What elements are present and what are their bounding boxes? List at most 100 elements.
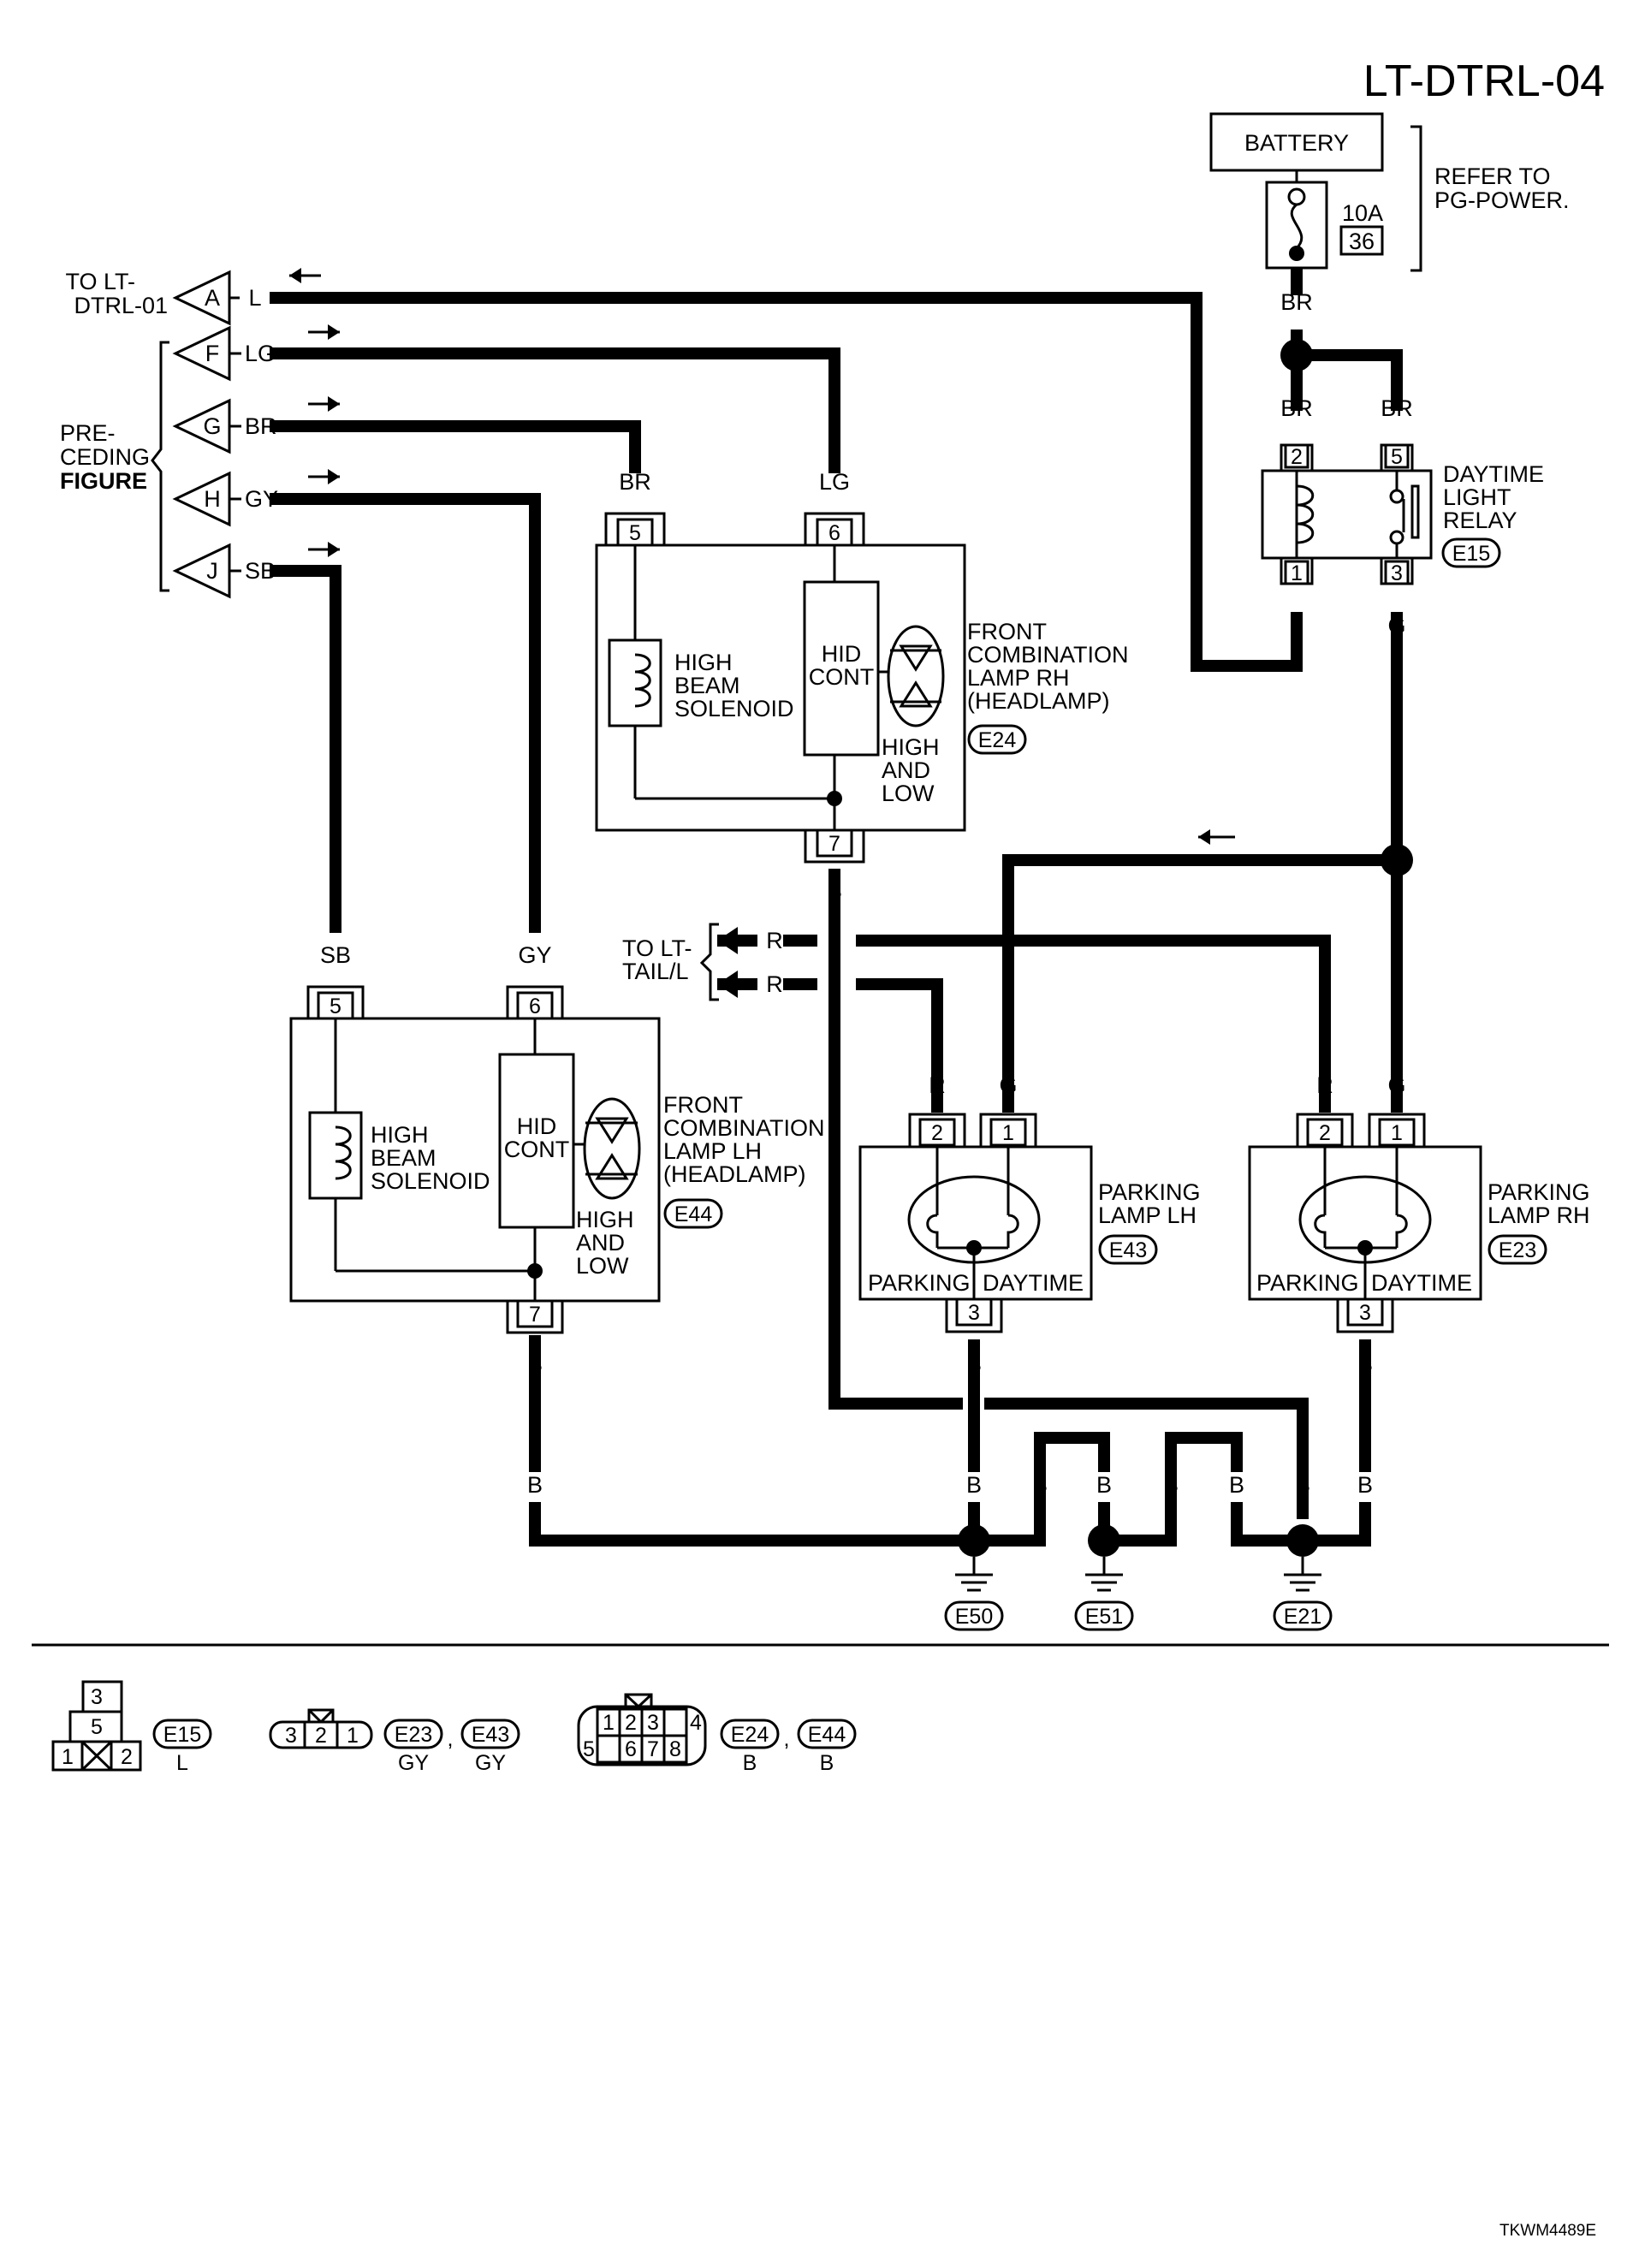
svg-text:2: 2 (1291, 445, 1303, 469)
svg-text:B: B (1357, 1472, 1373, 1498)
svg-text:PARKING: PARKING (868, 1270, 971, 1296)
connector-J: J SB (172, 543, 276, 599)
svg-text:B: B (966, 1472, 982, 1498)
svg-text:BR: BR (245, 413, 277, 439)
svg-text:E43: E43 (1109, 1238, 1147, 1262)
svg-text:6: 6 (828, 521, 840, 545)
svg-text:E23: E23 (1499, 1238, 1536, 1262)
svg-text:3: 3 (1391, 561, 1403, 585)
svg-text:10A: 10A (1342, 200, 1383, 226)
svg-text:BR: BR (619, 469, 651, 495)
svg-text:36: 36 (1349, 229, 1375, 254)
svg-text:3: 3 (285, 1724, 297, 1748)
svg-text:DAYTIME: DAYTIME (983, 1270, 1084, 1296)
svg-text:R: R (929, 1072, 946, 1098)
svg-text:E50: E50 (955, 1605, 993, 1629)
svg-text:1: 1 (1002, 1121, 1014, 1145)
diagram-id: LT-DTRL-04 (1363, 56, 1605, 106)
svg-text:8: 8 (669, 1737, 681, 1761)
svg-text:6: 6 (529, 994, 541, 1018)
connector-H: H GY (172, 471, 278, 527)
svg-text:2: 2 (931, 1121, 943, 1145)
svg-text:BR: BR (1280, 395, 1313, 421)
legend-e23-e43: 3 2 1 E23 , E43 GY GY (269, 1708, 520, 1775)
svg-text:3: 3 (91, 1685, 103, 1709)
svg-text:L: L (176, 1751, 188, 1775)
connector-F: F LG (172, 325, 276, 382)
svg-text:E44: E44 (674, 1202, 713, 1226)
svg-text:7: 7 (529, 1303, 541, 1327)
ground-e50: E50 (944, 1557, 1004, 1631)
svg-text:B: B (1096, 1472, 1112, 1498)
svg-text:E43: E43 (472, 1723, 509, 1747)
svg-text:PRE-: PRE- (60, 420, 116, 446)
svg-text:BR: BR (1280, 289, 1313, 315)
svg-text:L: L (248, 285, 261, 311)
svg-text:H: H (204, 486, 221, 512)
svg-text:3: 3 (968, 1301, 980, 1325)
legend-e15: 3 5 1 2 E15 L (51, 1680, 212, 1775)
svg-text:2: 2 (121, 1745, 133, 1769)
svg-text:1: 1 (603, 1711, 615, 1735)
svg-text:7: 7 (828, 832, 840, 856)
svg-text:GY: GY (398, 1751, 429, 1775)
svg-text:B: B (743, 1751, 757, 1775)
ground-e21: E21 (1273, 1557, 1333, 1631)
svg-text:CEDING: CEDING (60, 444, 150, 470)
svg-text:E21: E21 (1284, 1605, 1321, 1629)
svg-text:G: G (1387, 1072, 1405, 1098)
svg-text:B: B (820, 1751, 834, 1775)
svg-text:E23: E23 (395, 1723, 432, 1747)
svg-text:7: 7 (647, 1737, 659, 1761)
svg-text:SB: SB (245, 558, 276, 584)
svg-text:2: 2 (1319, 1121, 1331, 1145)
svg-text:B: B (527, 1472, 543, 1498)
svg-text:2: 2 (315, 1724, 327, 1748)
svg-text:J: J (206, 558, 218, 584)
svg-text:GY: GY (475, 1751, 506, 1775)
svg-text:3: 3 (647, 1711, 659, 1735)
svg-text:5: 5 (91, 1715, 103, 1739)
wire-labels: BR BR BR L G BR LG B SB GY R G R G R R B… (320, 289, 1413, 1498)
svg-text:E24: E24 (731, 1723, 769, 1747)
svg-text:B: B (1032, 1472, 1048, 1498)
svg-text:R: R (1316, 1072, 1333, 1098)
svg-text:1: 1 (62, 1745, 74, 1769)
svg-text:E51: E51 (1085, 1605, 1123, 1629)
svg-text:B: B (1229, 1472, 1244, 1498)
image-code: TKWM4489E (1499, 2222, 1596, 2240)
svg-text:5: 5 (629, 521, 641, 545)
svg-text:1: 1 (347, 1724, 359, 1748)
svg-text:5: 5 (583, 1737, 595, 1761)
svg-text:G: G (203, 413, 221, 439)
svg-text:SB: SB (320, 942, 351, 968)
svg-text:LG: LG (819, 469, 850, 495)
connector-A: A L TO LT-DTRL-01 (65, 269, 262, 326)
svg-text:G: G (1387, 613, 1405, 638)
svg-text:G: G (999, 1072, 1017, 1098)
to-lt-tail: TO LT-TAIL/L (622, 923, 719, 1001)
svg-text:E15: E15 (163, 1723, 201, 1747)
svg-text:,: , (784, 1727, 790, 1751)
svg-text:B: B (1295, 1472, 1310, 1498)
svg-text:BR: BR (1381, 395, 1413, 421)
svg-text:F: F (205, 341, 220, 366)
svg-text:,: , (448, 1727, 454, 1751)
svg-text:A: A (205, 285, 220, 311)
svg-text:GY: GY (518, 942, 551, 968)
svg-text:E44: E44 (808, 1723, 846, 1747)
svg-text:2: 2 (625, 1711, 637, 1735)
